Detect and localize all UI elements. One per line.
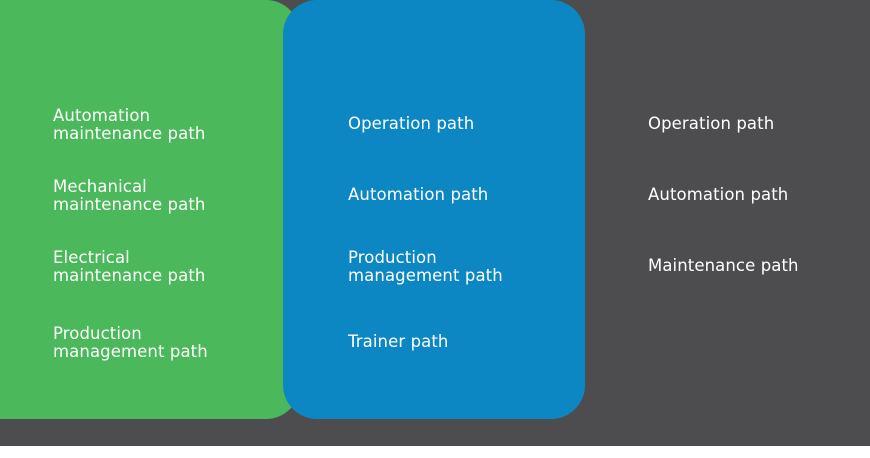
- path-item-gray-1: Operation path: [648, 114, 775, 133]
- panel-blue: [283, 0, 585, 419]
- path-item-blue-2: Automation path: [348, 185, 489, 204]
- path-item-gray-3: Maintenance path: [648, 256, 799, 275]
- path-item-green-4: Production management path: [53, 324, 208, 361]
- path-item-green-3: Electrical maintenance path: [53, 248, 206, 285]
- path-item-blue-1: Operation path: [348, 114, 475, 133]
- path-item-blue-3: Production management path: [348, 248, 503, 285]
- path-item-blue-4: Trainer path: [348, 332, 449, 351]
- path-item-gray-2: Automation path: [648, 185, 789, 204]
- path-item-green-1: Automation maintenance path: [53, 106, 206, 143]
- path-item-green-2: Mechanical maintenance path: [53, 177, 206, 214]
- panel-green: [0, 0, 300, 419]
